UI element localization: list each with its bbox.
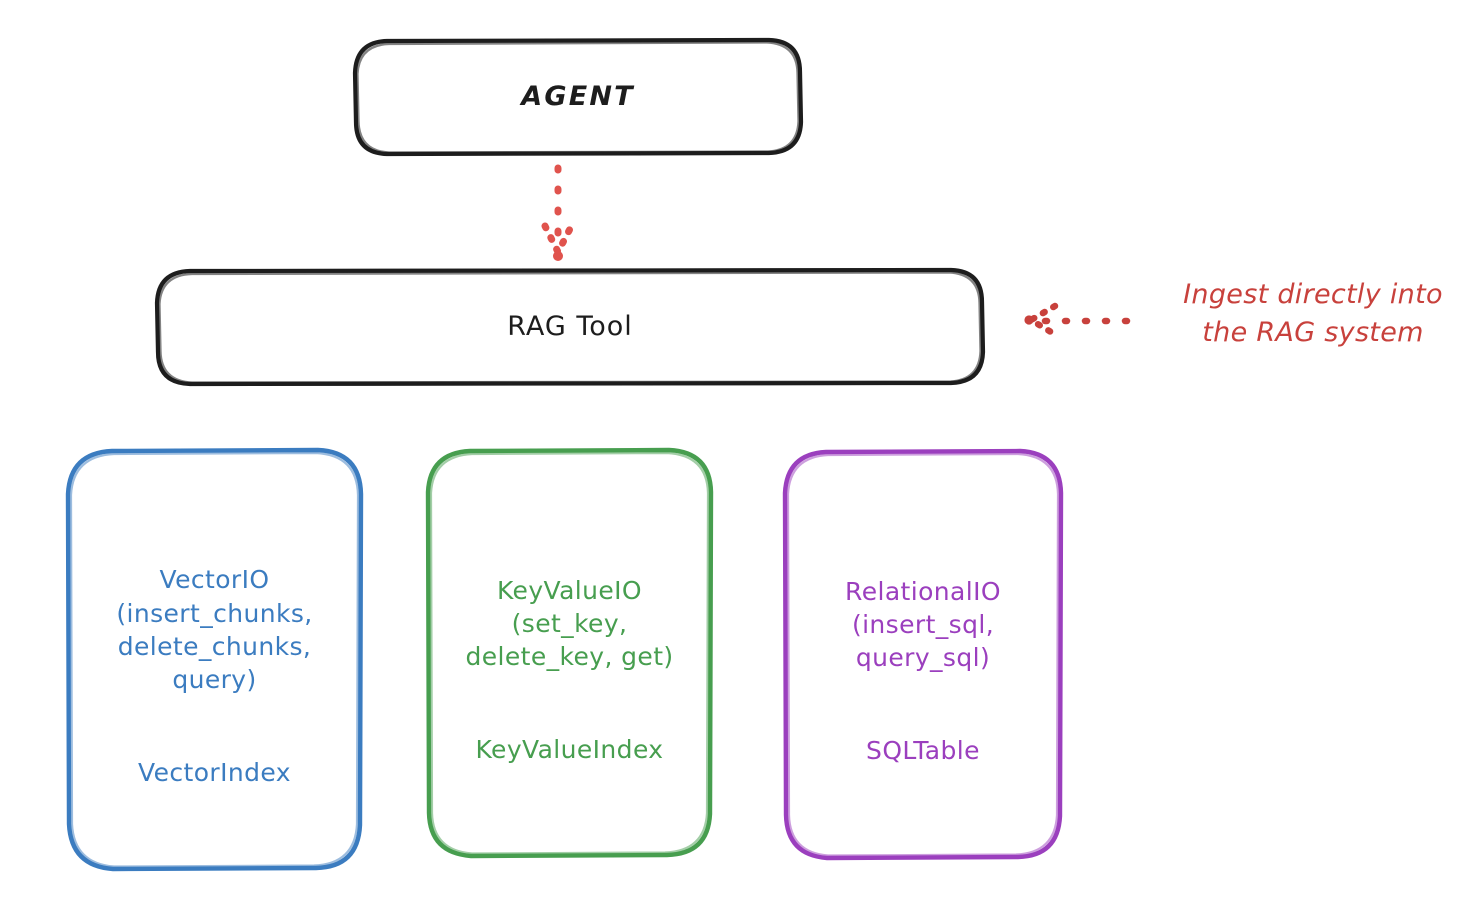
vector-io-node[interactable]: VectorIO (insert_chunks, delete_chunks, … bbox=[68, 450, 361, 869]
ingest-annotation-text: Ingest directly into the RAG system bbox=[1183, 279, 1443, 348]
key-value-io-label-spacer bbox=[465, 673, 673, 699]
ingest-to-rag-tool-connector bbox=[1024, 302, 1131, 339]
rag-tool-node[interactable]: RAG Tool bbox=[157, 270, 983, 384]
vector-io-label-spacer bbox=[116, 696, 312, 722]
agent-to-rag-tool-connector bbox=[541, 164, 576, 261]
key-value-io-node[interactable]: KeyValueIO (set_key, delete_key, get) Ke… bbox=[428, 450, 711, 856]
vector-io-index-label: VectorIndex bbox=[138, 757, 291, 787]
relational-io-node-text: RelationalIO (insert_sql, query_sql) SQL… bbox=[839, 541, 1007, 767]
rag-tool-node-label: RAG Tool bbox=[507, 311, 633, 343]
relational-io-table-label: SQLTable bbox=[866, 735, 980, 765]
agent-node[interactable]: AGENT bbox=[355, 40, 801, 154]
vector-io-api-label: VectorIO (insert_chunks, delete_chunks, … bbox=[116, 565, 313, 695]
vector-io-node-text: VectorIO (insert_chunks, delete_chunks, … bbox=[110, 530, 318, 789]
key-value-io-node-text: KeyValueIO (set_key, delete_key, get) Ke… bbox=[459, 540, 679, 766]
relational-io-node[interactable]: RelationalIO (insert_sql, query_sql) SQL… bbox=[785, 450, 1061, 858]
key-value-io-index-label: KeyValueIndex bbox=[475, 734, 664, 764]
agent-node-label: AGENT bbox=[521, 81, 635, 113]
key-value-io-api-label: KeyValueIO (set_key, delete_key, get) bbox=[465, 575, 674, 672]
relational-io-label-spacer bbox=[845, 674, 1001, 700]
relational-io-api-label: RelationalIO (insert_sql, query_sql) bbox=[845, 576, 1001, 673]
